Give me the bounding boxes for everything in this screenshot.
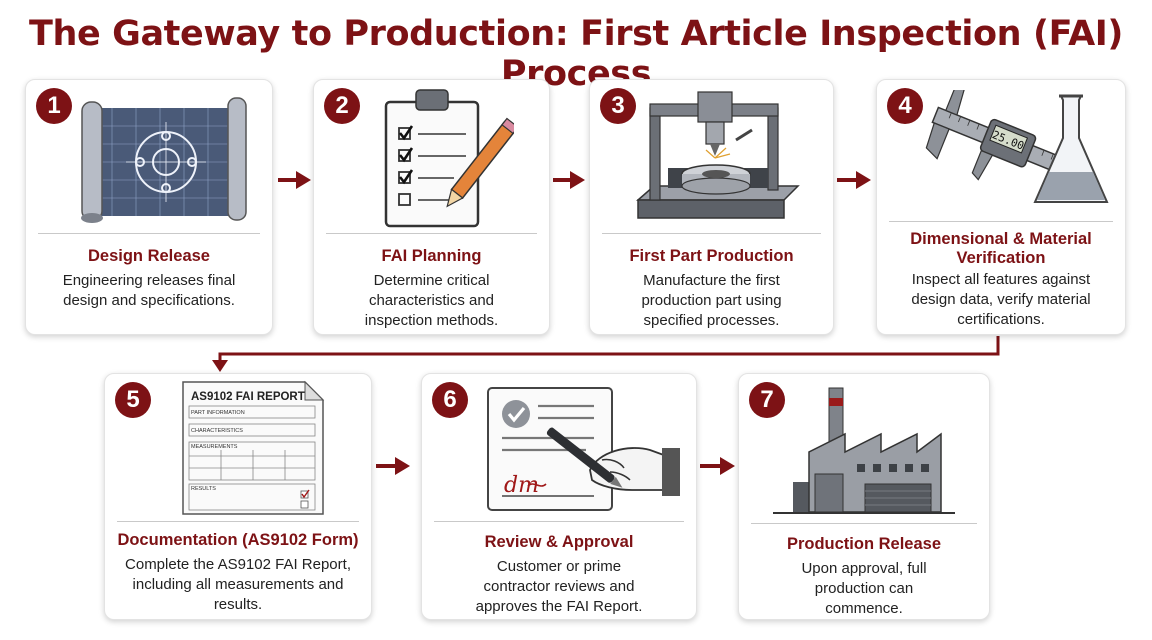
step-description: Upon approval, full production can comme… xyxy=(801,560,927,617)
step-description: Determine critical characteristics and i… xyxy=(364,272,499,329)
step-title: First Part Production xyxy=(629,247,794,265)
form-heading: AS9102 FAI REPORT xyxy=(191,391,305,403)
arrow-4-5-head xyxy=(212,360,228,372)
form-section: CHARACTERISTICS xyxy=(191,428,243,434)
step-description: Customer or prime contractor reviews and… xyxy=(475,558,643,615)
form-section: PART INFORMATION xyxy=(191,410,245,416)
signature-icon: dm xyxy=(487,387,680,511)
step-card-5: 5 AS9102 FAI REPORT PART INFORMATION CHA… xyxy=(104,373,372,620)
arrow-3-4-head xyxy=(856,171,871,189)
step-title: Design Release xyxy=(88,247,210,265)
signature-text: dm xyxy=(504,473,539,498)
arrow-6-7-head xyxy=(720,457,735,475)
step-card-7: 7 Production Release Upon approval, full… xyxy=(738,373,990,620)
step-card-4: 4 25.00 Dimensional & Material Verificat… xyxy=(876,79,1126,335)
form-section: MEASUREMENTS xyxy=(191,444,238,450)
step-description: Manufacture the first production part us… xyxy=(641,272,782,329)
blueprint-icon xyxy=(81,97,247,223)
step-description: Complete the AS9102 FAI Report, includin… xyxy=(125,556,351,613)
step-number-badge: 7 xyxy=(749,382,785,418)
step-description: Inspect all features against design data… xyxy=(911,271,1091,328)
step-description: Engineering releases final design and sp… xyxy=(62,272,236,309)
step-number-badge: 6 xyxy=(432,382,468,418)
step-title: Review & Approval xyxy=(484,533,634,551)
step-card-1: 1 Design Release Engineering releases fi… xyxy=(25,79,273,335)
step-number-badge: 5 xyxy=(115,382,151,418)
step-number-badge: 1 xyxy=(36,88,72,124)
caliper-flask-icon: 25.00 xyxy=(925,90,1109,203)
step-title: Production Release xyxy=(786,535,942,553)
form-section: RESULTS xyxy=(191,486,216,492)
step-card-3: 3 First Part Production Manufacture the … xyxy=(589,79,834,335)
step-number-badge: 2 xyxy=(324,88,360,124)
cnc-machine-icon xyxy=(636,91,800,219)
step-title: Dimensional & Material Verification xyxy=(910,230,1092,267)
step-title: Documentation (AS9102 Form) xyxy=(117,531,359,549)
step-card-6: 6 dm Review & Approval Customer or prime… xyxy=(421,373,697,620)
step-number-badge: 4 xyxy=(887,88,923,124)
step-card-2: 2 FAI Planning Determine critical charac… xyxy=(313,79,550,335)
arrow-4-5 xyxy=(218,336,1000,362)
page-title: The Gateway to Production: First Article… xyxy=(29,14,1123,94)
report-form-icon: AS9102 FAI REPORT PART INFORMATION CHARA… xyxy=(182,380,325,515)
arrow-2-3-head xyxy=(570,171,585,189)
factory-icon xyxy=(773,387,955,514)
arrow-1-2-head xyxy=(296,171,311,189)
arrow-5-6-head xyxy=(395,457,410,475)
clipboard-checklist-icon xyxy=(384,89,514,228)
step-title: FAI Planning xyxy=(381,247,482,265)
step-number-badge: 3 xyxy=(600,88,636,124)
